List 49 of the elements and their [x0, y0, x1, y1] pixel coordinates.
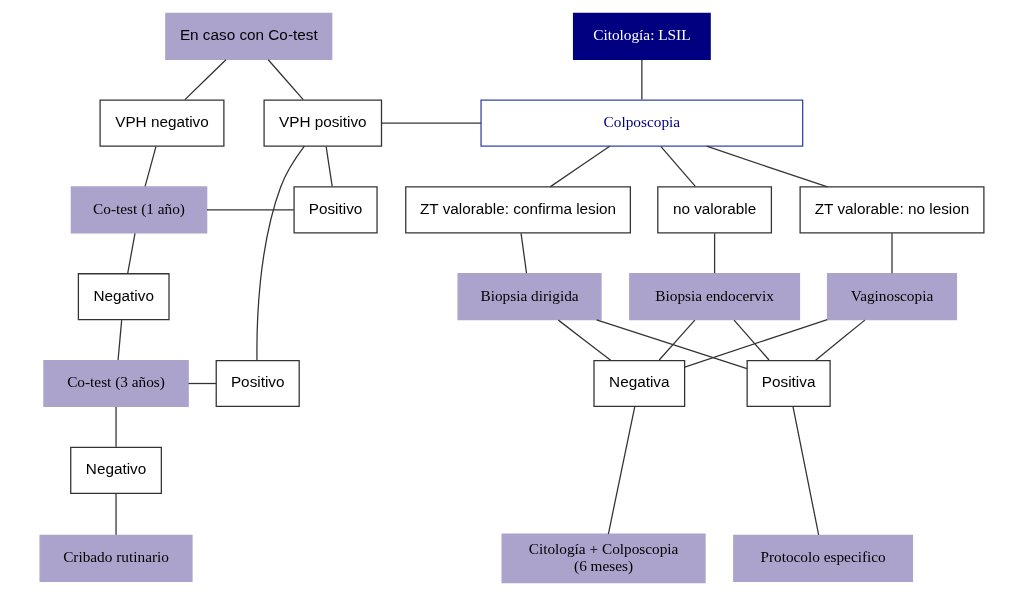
connector [713, 232, 716, 274]
node-box: Negativo [77, 273, 170, 321]
connector [660, 145, 696, 188]
node-box: Positivo [215, 359, 300, 408]
connector [814, 319, 866, 361]
node-box: ZT valorable: no lesion [799, 186, 985, 234]
node-box: Biopsia dirigida [457, 273, 602, 321]
connector [325, 145, 333, 188]
node-box: Positiva [746, 359, 831, 408]
connector [549, 145, 611, 188]
node-box: En caso con Co-test [165, 12, 333, 60]
connector [187, 382, 217, 385]
connector [705, 145, 829, 188]
connector [115, 492, 117, 536]
connector [267, 59, 304, 101]
node-box: Negativo [70, 446, 162, 494]
node-box: Negativa [593, 359, 686, 408]
connector [891, 232, 893, 274]
connector [115, 406, 117, 448]
connector [206, 209, 295, 211]
node-box: no valorable [657, 186, 773, 234]
connector [520, 232, 528, 274]
node-box: Co-test (3 años) [43, 359, 189, 408]
connector [733, 319, 770, 361]
node-box: Colposcopia [480, 99, 804, 147]
connector [684, 318, 828, 368]
node-box: Positivo [293, 186, 378, 234]
connector [595, 319, 748, 370]
node-box: Co-test (1 año) [70, 186, 208, 234]
connector [607, 405, 636, 535]
node-box: Citología + Colposcopia (6 meses) [501, 533, 706, 584]
connector [792, 405, 820, 536]
node-box: VPH negativo [99, 99, 225, 147]
connector [256, 145, 306, 361]
connector [184, 59, 227, 101]
node-box: VPH positivo [263, 99, 383, 147]
node-box: ZT valorable: confirma lesion [405, 186, 631, 234]
connector [381, 122, 482, 124]
connector [658, 319, 696, 361]
connector [144, 145, 157, 188]
node-box: Protocolo especifico [733, 534, 914, 582]
node-box: Citología: LSIL [572, 12, 711, 60]
connector [127, 232, 136, 274]
connector [117, 319, 123, 361]
connector [557, 319, 612, 361]
node-box: Biopsia endocervix [629, 273, 801, 321]
connector [641, 59, 643, 101]
node-box: Vaginoscopia [826, 273, 958, 321]
node-box: Cribado rutinario [39, 534, 193, 582]
